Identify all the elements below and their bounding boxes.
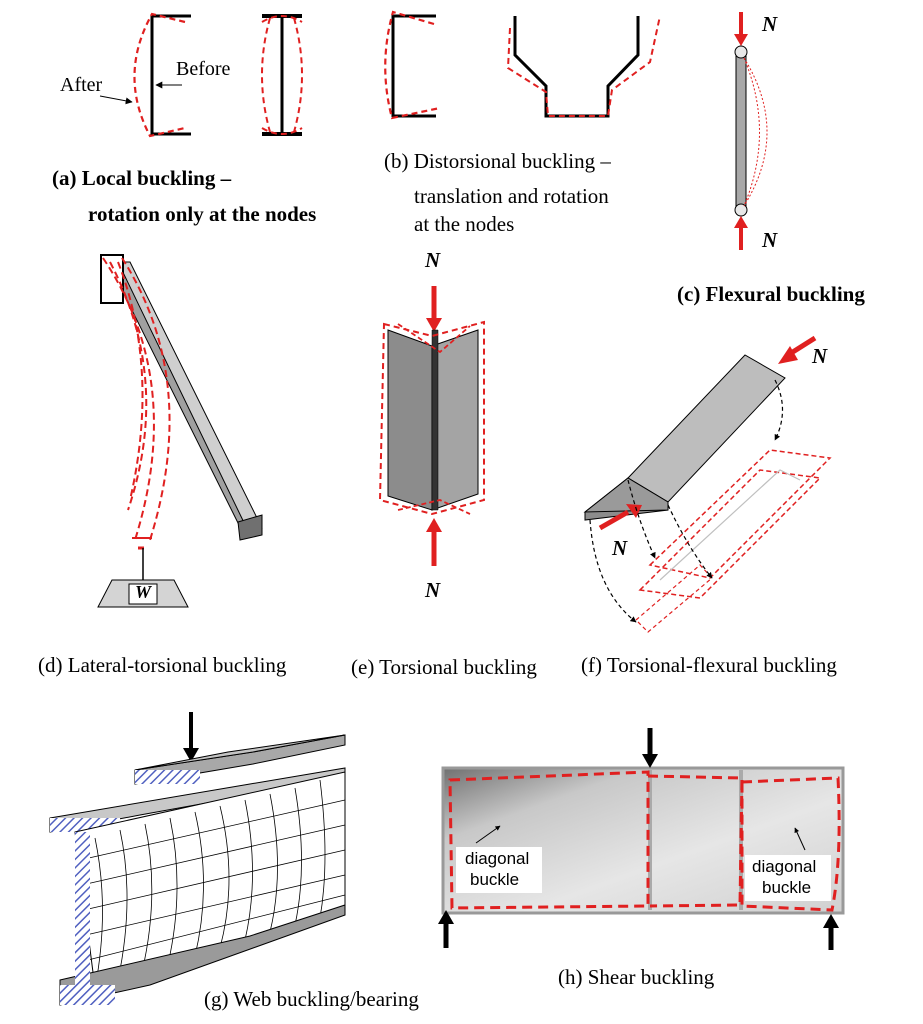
i-section	[261, 14, 303, 136]
caption-b-line2: translation and rotation	[414, 184, 609, 208]
column	[735, 54, 747, 208]
before-label: Before	[176, 58, 231, 80]
angle-leg-top	[627, 354, 786, 503]
caption-g: (g) Web buckling/bearing	[204, 987, 419, 1011]
caption-b-line1: (b) Distorsional buckling –	[384, 149, 611, 173]
weight-label: W	[135, 582, 152, 602]
caption-d: (d) Lateral-torsional buckling	[38, 653, 287, 677]
caption-f: (f) Torsional-flexural buckling	[581, 653, 837, 677]
load-arrow-bottom	[598, 509, 630, 531]
diagonal-buckle-left-line1: diagonal	[465, 849, 530, 868]
panel-a-local-buckling	[99, 12, 303, 138]
load-label-top: N	[762, 12, 778, 36]
mesh-lines	[79, 779, 346, 989]
caption-e: (e) Torsional buckling	[351, 655, 537, 679]
cruciform-flange-left	[387, 329, 433, 511]
caption-a-line2: rotation only at the nodes	[88, 202, 317, 226]
load-label-top-e: N	[425, 248, 441, 272]
pin-bottom	[734, 203, 748, 217]
end-section	[100, 254, 124, 304]
panel-f-torsional-flexural-buckling	[583, 335, 832, 633]
caption-h: (h) Shear buckling	[558, 965, 715, 989]
diagonal-buckle-right-line2: buckle	[762, 878, 812, 897]
beam-flange	[117, 261, 263, 536]
channel-after	[384, 10, 441, 120]
caption-b-line3: at the nodes	[414, 212, 515, 236]
channel-section-after	[133, 12, 186, 138]
load-label-bottom: N	[762, 228, 778, 252]
panel-h-shear-buckling	[438, 728, 845, 950]
caption-a-line1: (a) Local buckling –	[52, 166, 232, 190]
channel-section-before	[150, 14, 191, 136]
load-label-bottom-e: N	[425, 578, 441, 602]
channel-before	[391, 14, 436, 118]
load-label-bottom-f: N	[612, 536, 628, 560]
caption-c: (c) Flexural buckling	[677, 282, 865, 306]
diagonal-buckle-left-line2: buckle	[470, 870, 520, 889]
hat-before	[513, 16, 640, 118]
panel-c-flexural-buckling	[734, 12, 768, 250]
panel-d-lateral-torsional-buckling	[97, 254, 263, 608]
panel-e-torsional-buckling	[378, 286, 485, 566]
panel-b-distortional-buckling	[384, 10, 661, 120]
diagonal-buckle-right-line1: diagonal	[752, 857, 817, 876]
pin-top	[734, 45, 748, 59]
cruciform-flange-right	[431, 329, 479, 511]
load-label-top-f: N	[812, 344, 828, 368]
panel-g-web-buckling	[49, 712, 346, 1006]
after-pointer	[99, 95, 133, 105]
after-label: After	[60, 74, 103, 96]
hat-after	[506, 15, 661, 117]
